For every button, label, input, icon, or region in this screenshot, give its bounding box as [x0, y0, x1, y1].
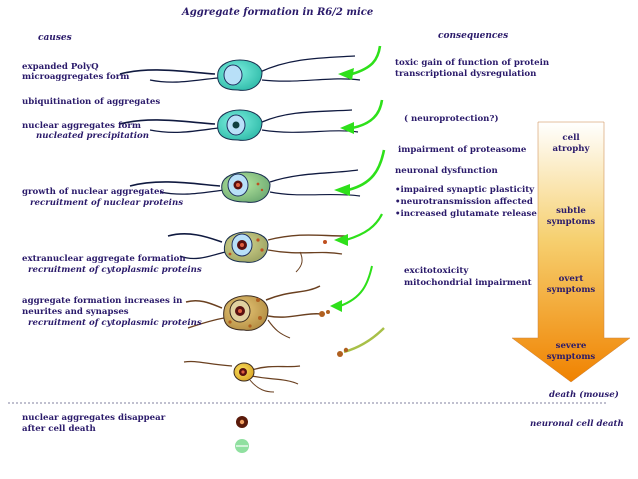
consequence-1b: transcriptional dysregulation — [395, 69, 537, 79]
cause-1-line2: microaggregates form — [22, 72, 130, 82]
consequence-3: impairment of proteasome — [398, 145, 527, 155]
cause-3-sub: nucleated precipitation — [36, 131, 149, 141]
cause-5: extranuclear aggregate formation — [22, 254, 186, 264]
cause-5-sub: recruitment of cytoplasmic proteins — [28, 265, 202, 275]
consequence-4: neuronal dysfunction — [395, 166, 498, 176]
bottom-cause-line1: nuclear aggregates disappear — [22, 413, 166, 423]
consequence-4c: •increased glutamate release — [395, 209, 537, 219]
diagram-title: Aggregate formation in R6/2 mice — [182, 7, 374, 18]
dead-cell-remnant — [235, 439, 249, 453]
neuron-stage-6 — [183, 360, 301, 393]
causes-header: causes — [38, 33, 72, 43]
consequence-4b: •neurotransmission affected — [395, 197, 533, 207]
consequence-1: toxic gain of function of protein — [395, 58, 550, 68]
stage-overt-symptoms: overt symptoms — [546, 274, 596, 295]
cause-4-sub: recruitment of nuclear proteins — [30, 198, 184, 208]
neuron-stage-5 — [185, 285, 330, 339]
neuronal-cell-death-label: neuronal cell death — [530, 419, 624, 429]
green-arrows — [330, 45, 386, 357]
consequence-5: excitotoxicity — [404, 266, 469, 276]
cause-1-line1: expanded PolyQ — [22, 62, 99, 72]
stage-severe-symptoms: severe symptoms — [546, 341, 596, 362]
cause-6-line1: aggregate formation increases in — [22, 296, 183, 306]
cause-3: nuclear aggregates form — [22, 121, 142, 131]
consequence-4a: •impaired synaptic plasticity — [395, 185, 535, 195]
progression-arrow — [511, 121, 631, 383]
stage-cell-atrophy: cell atrophy — [552, 133, 590, 154]
stage-subtle-symptoms: subtle symptoms — [546, 206, 596, 227]
neuron-stage-1 — [119, 55, 361, 91]
cause-6-line2: neurites and synapses — [22, 307, 129, 317]
death-mouse-label: death (mouse) — [549, 390, 619, 400]
bottom-cause-line2: after cell death — [22, 424, 96, 434]
neuron-stage-4 — [167, 231, 346, 273]
cause-4: growth of nuclear aggregates — [22, 187, 165, 197]
neuron-stage-3 — [129, 169, 361, 203]
cause-2: ubiquitination of aggregates — [22, 97, 161, 107]
dead-cell-nucleus — [236, 416, 248, 428]
consequence-5b: mitochondrial impairment — [404, 278, 532, 288]
consequences-header: consequences — [438, 31, 509, 41]
cause-6-sub: recruitment of cytoplasmic proteins — [28, 318, 202, 328]
neuron-stage-2 — [119, 109, 359, 141]
consequence-2: ( neuroprotection?) — [404, 114, 499, 124]
